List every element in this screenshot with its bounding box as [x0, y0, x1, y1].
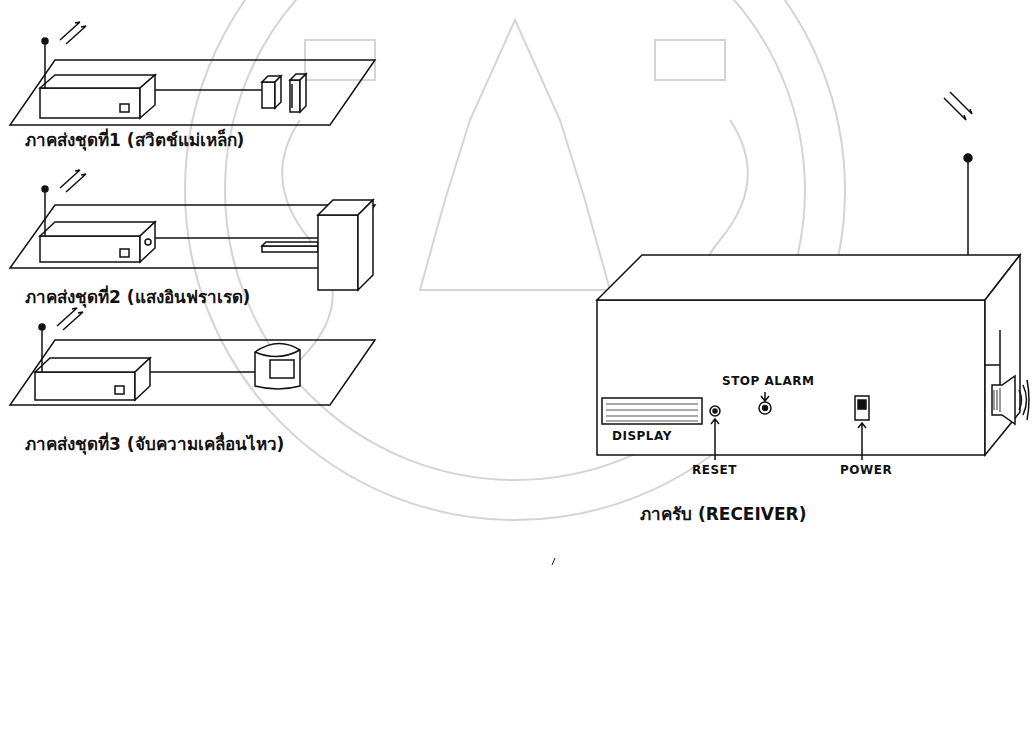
control-label: DISPLAY	[612, 429, 672, 443]
control-label: STOP ALARM	[722, 374, 814, 388]
control-label: POWER	[840, 463, 892, 477]
transmitter-caption: ภาคส่งชุดที่2 (แสงอินฟราเรด)	[25, 283, 250, 310]
transmitter-caption: ภาคส่งชุดที่3 (จับความเคลื่อนไหว)	[25, 430, 284, 457]
control-label: RESET	[692, 463, 737, 477]
transmitter-caption: ภาคส่งชุดที่1 (สวิตช์แม่เหล็ก)	[25, 126, 244, 153]
receiver-caption: ภาครับ (RECEIVER)	[640, 500, 806, 527]
